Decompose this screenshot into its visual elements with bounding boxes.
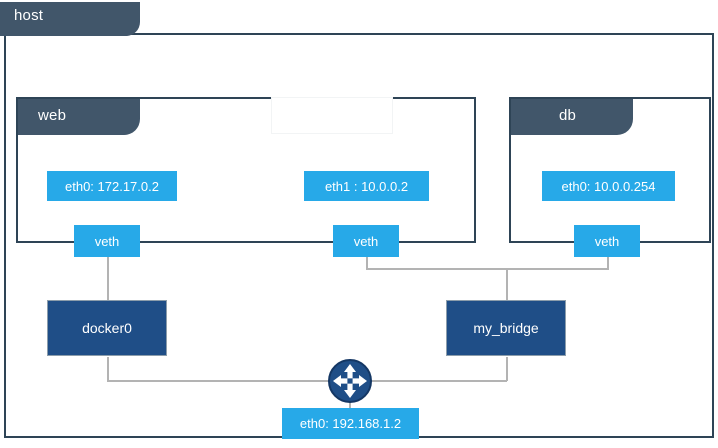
- bridge-box-docker0[interactable]: docker0: [47, 300, 167, 356]
- connector-docker0-to-router-bus: [107, 357, 109, 381]
- interface-box-db-eth0[interactable]: eth0: 10.0.0.254: [542, 171, 675, 201]
- connector-veth1-to-docker0: [107, 237, 109, 301]
- container-panel-web: web: [16, 97, 476, 243]
- router-icon[interactable]: [327, 358, 373, 404]
- bridge-box-my-bridge[interactable]: my_bridge: [446, 300, 566, 356]
- host-panel: web db eth0: 172.17.0.2 eth1 : 10.0.0.2 …: [4, 33, 714, 439]
- veth-box-1[interactable]: veth: [74, 225, 140, 257]
- veth-box-2[interactable]: veth: [333, 225, 399, 257]
- host-label: host: [14, 7, 44, 24]
- container-label-db: db: [559, 107, 577, 124]
- container-tab-web: [18, 99, 140, 135]
- connector-bus-to-my-bridge-drop: [506, 268, 508, 301]
- connector-my-bridge-to-router-bus: [506, 357, 508, 381]
- placeholder-rect: [271, 97, 393, 134]
- container-panel-db: db: [509, 97, 711, 243]
- interface-box-host-eth0[interactable]: eth0: 192.168.1.2: [282, 408, 419, 439]
- router-icon-glyph: [328, 359, 372, 403]
- veth-box-3[interactable]: veth: [574, 225, 640, 257]
- container-tab-db: [511, 99, 633, 135]
- connector-bus-to-my-bridge: [366, 268, 609, 270]
- host-tab: [0, 2, 140, 36]
- interface-box-web-eth0[interactable]: eth0: 172.17.0.2: [47, 171, 177, 201]
- container-label-web: web: [38, 107, 67, 124]
- connector-router-bus: [107, 380, 507, 382]
- interface-box-web-eth1[interactable]: eth1 : 10.0.0.2: [304, 171, 429, 201]
